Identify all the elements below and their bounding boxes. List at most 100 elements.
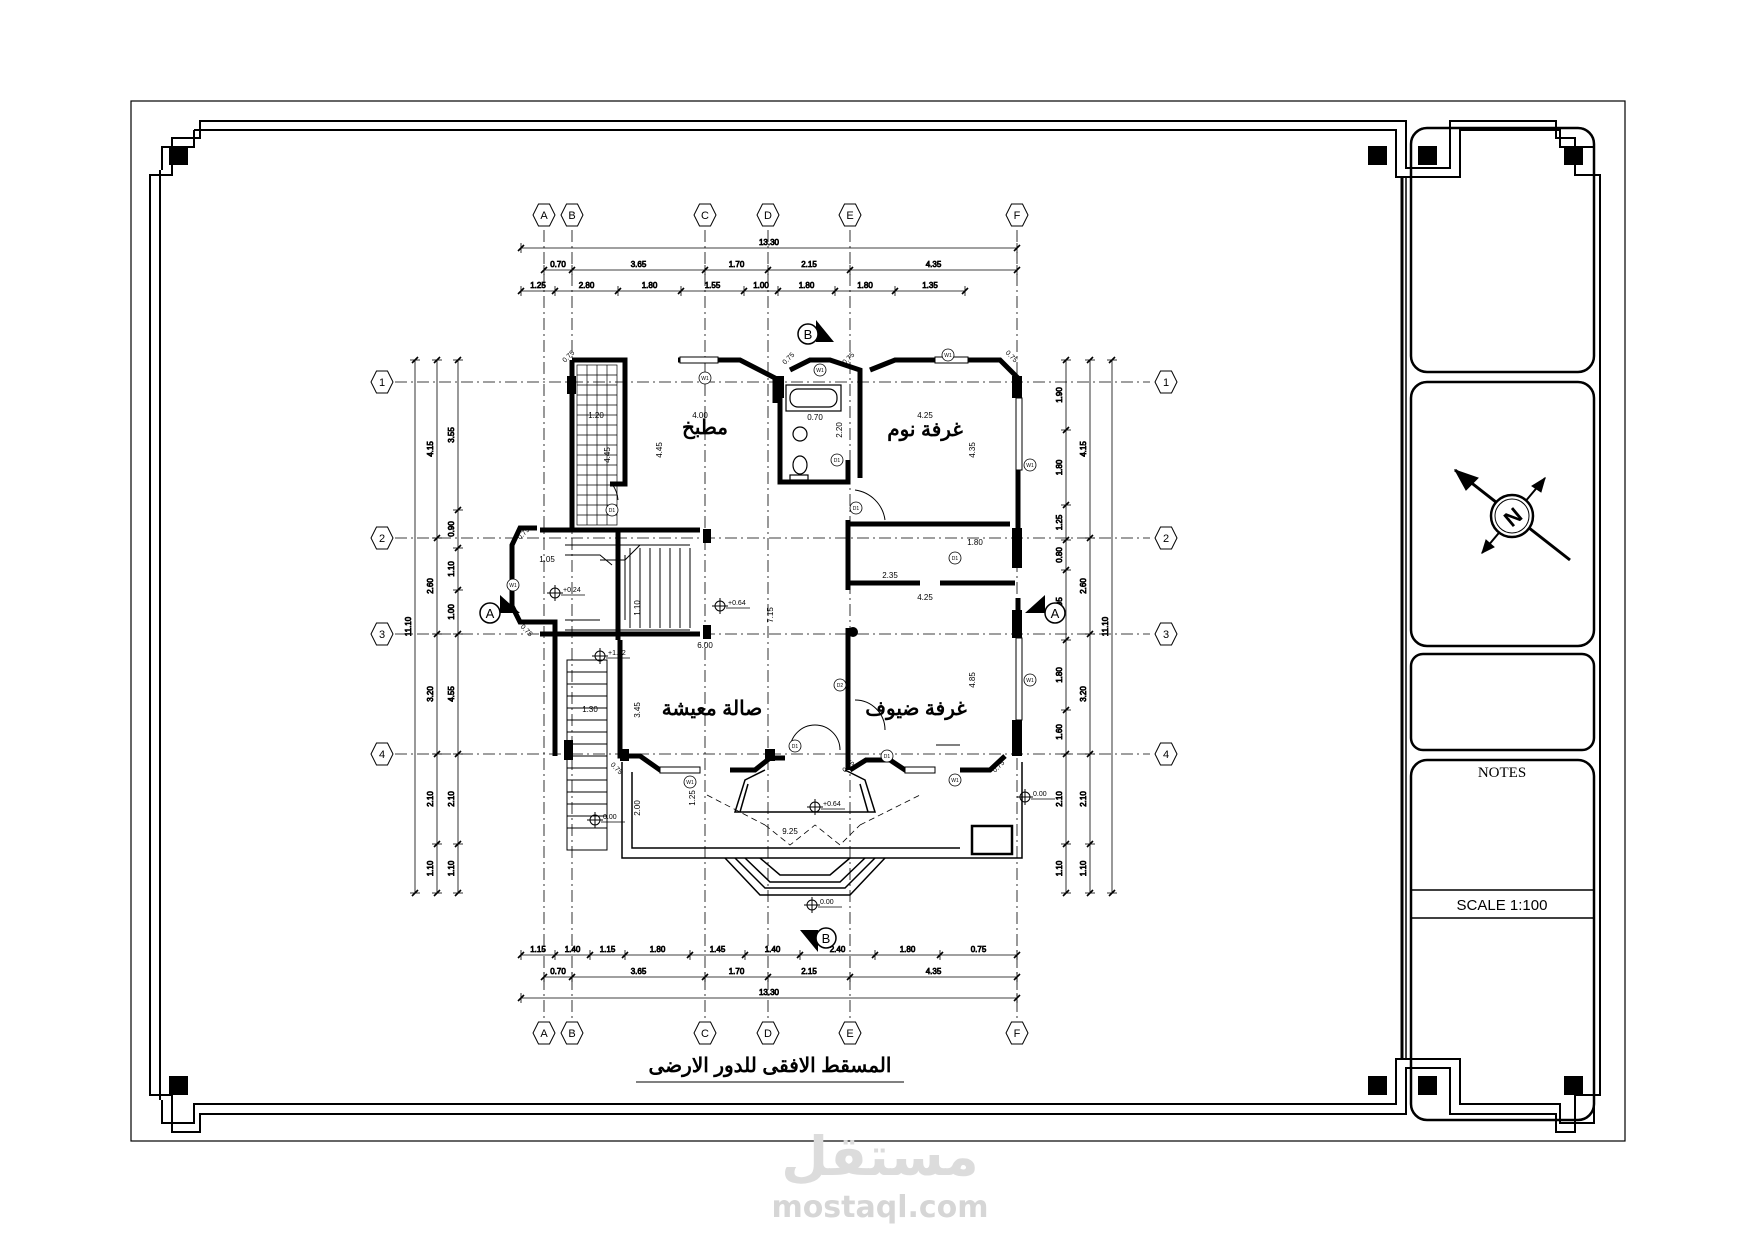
section-arrow-icon [816, 320, 834, 342]
sheet-border [130, 100, 1626, 1142]
dim-right-outer-text: 2.10 [1079, 791, 1088, 807]
dim-top-axis-slash [764, 266, 772, 274]
grid-row-left-1-bubble [370, 370, 394, 394]
tag-text: D1 [609, 508, 616, 514]
grid-row-left-1-label: 1 [379, 377, 385, 389]
notes-label: NOTES [1478, 765, 1526, 781]
dim-left-outer-slash [433, 750, 441, 758]
dim-right-inner-slash [1062, 636, 1070, 644]
bay-dim-text: 0.75 [992, 760, 1007, 775]
grid-column-top-F-label: F [1014, 210, 1021, 222]
dim-top-axis-slash [568, 266, 576, 274]
title-block [1409, 126, 1596, 1122]
columns [564, 376, 1022, 761]
grid-column-bottom-D-bubble [756, 1021, 780, 1045]
interior-dim-text: 1.20 [588, 411, 604, 420]
dim-bottom-axis-slash [1013, 973, 1021, 981]
dim-right-inner-slash [1062, 840, 1070, 848]
section-bubble [1044, 602, 1066, 624]
dim-top-openings-slash [774, 287, 782, 295]
dim-top-total-slash [517, 244, 525, 252]
interior-dim-text: 4.35 [968, 442, 977, 458]
grid-column-top-E-bubble [838, 203, 862, 227]
title-panel-top [1409, 126, 1596, 374]
dim-bottom-openings-text: 1.15 [600, 945, 616, 954]
interior-dim-text: 4.45 [655, 442, 664, 458]
level-text: +0.24 [563, 587, 581, 594]
dim-bottom-openings-slash [517, 951, 525, 959]
tag-bubble [698, 371, 712, 385]
tag-text: W1 [951, 778, 959, 784]
tag-text: D1 [834, 458, 841, 464]
tag-bubble [941, 348, 955, 362]
dim-bottom-openings-text: 1.15 [530, 945, 546, 954]
grid-column-top-C-bubble [693, 203, 717, 227]
grid-row-right-4-bubble [1154, 742, 1178, 766]
dim-right-outer-text: 1.10 [1079, 860, 1088, 876]
dim-top-openings-text: 1.35 [922, 281, 938, 290]
dim-left-inner-text: 2.10 [447, 791, 456, 807]
dim-bottom-axis-slash [540, 973, 548, 981]
dim-top-axis-slash [540, 266, 548, 274]
dim-top-openings-text: 1.55 [705, 281, 721, 290]
dim-right-inner-text: 0.80 [1055, 547, 1064, 563]
tag-text: W1 [701, 376, 709, 382]
dim-right-total-slash [1108, 889, 1116, 897]
grid-row-left-3-label: 3 [379, 629, 385, 641]
interior-dim-text: 7.15 [766, 607, 775, 623]
bath-fixtures [785, 384, 842, 481]
dim-right-inner-slash [1062, 750, 1070, 758]
room-label-bedroom: غرفة نوم [887, 419, 963, 442]
dim-left-outer-slash [433, 630, 441, 638]
grid-column-bottom-B-label: B [568, 1028, 575, 1040]
watermark-latin: mostaql.com [771, 1190, 989, 1225]
section-bubble [479, 602, 501, 624]
tag-bubble [506, 578, 520, 592]
interior-dim-text: 1.10 [633, 600, 642, 616]
tag-text: D1 [792, 744, 799, 750]
dim-left-inner-text: 3.55 [447, 427, 456, 443]
dim-right-outer-text: 2.60 [1079, 578, 1088, 594]
dim-left-outer-text: 3.20 [426, 686, 435, 702]
grid-column-bottom-E-bubble [838, 1021, 862, 1045]
dim-bottom-axis-slash [568, 973, 576, 981]
grid-row-left-4-bubble [370, 742, 394, 766]
interior-dim-text: 9.25 [782, 827, 798, 836]
grid-column-top-F-bubble [1005, 203, 1029, 227]
dim-bottom-openings-slash [686, 951, 694, 959]
dim-right-outer-slash [1086, 356, 1094, 364]
tag-text: D1 [884, 754, 891, 760]
grid-row-left-2-label: 2 [379, 533, 385, 545]
tag-text: D2 [837, 683, 844, 689]
level-text: +0.64 [823, 801, 841, 808]
dim-bottom-axis-text: 2.15 [801, 967, 817, 976]
dim-right-inner-text: 2.10 [1055, 791, 1064, 807]
dim-top-axis-text: 2.15 [801, 260, 817, 269]
grid-column-bottom-E-label: E [846, 1028, 853, 1040]
dim-bottom-openings-text: 1.45 [710, 945, 726, 954]
dim-left-outer-slash [433, 840, 441, 848]
dim-top-openings-text: 1.25 [530, 281, 546, 290]
bay-dim-text: 0.75 [519, 624, 534, 639]
grid-row-right-3-label: 3 [1163, 629, 1169, 641]
grid-column-top-A-label: A [540, 210, 548, 222]
dim-right-outer-text: 4.15 [1079, 441, 1088, 457]
grid-column-bottom-D-label: D [764, 1028, 772, 1040]
dim-top-axis-text: 4.35 [926, 260, 942, 269]
grid-row-right-2-bubble [1154, 526, 1178, 550]
dim-right-inner-text: 1.80 [1055, 459, 1064, 475]
dim-right-outer-slash [1086, 889, 1094, 897]
section-label: A [486, 606, 495, 621]
dim-left-inner-text: 4.55 [447, 686, 456, 702]
windows [659, 356, 1023, 774]
dim-top-axis-text: 1.70 [729, 260, 745, 269]
dim-bottom-openings-slash [586, 951, 594, 959]
section-label: A [1051, 606, 1060, 621]
bay-dim-text: 0.75 [782, 352, 797, 367]
grid-column-bottom-A-label: A [540, 1028, 548, 1040]
grid-column-bottom-A-bubble [532, 1021, 556, 1045]
dim-left-inner-text: 1.10 [447, 561, 456, 577]
section-label: B [804, 327, 813, 342]
grid-row-left-2-bubble [370, 526, 394, 550]
interior-dim-text: 0.70 [807, 413, 823, 422]
